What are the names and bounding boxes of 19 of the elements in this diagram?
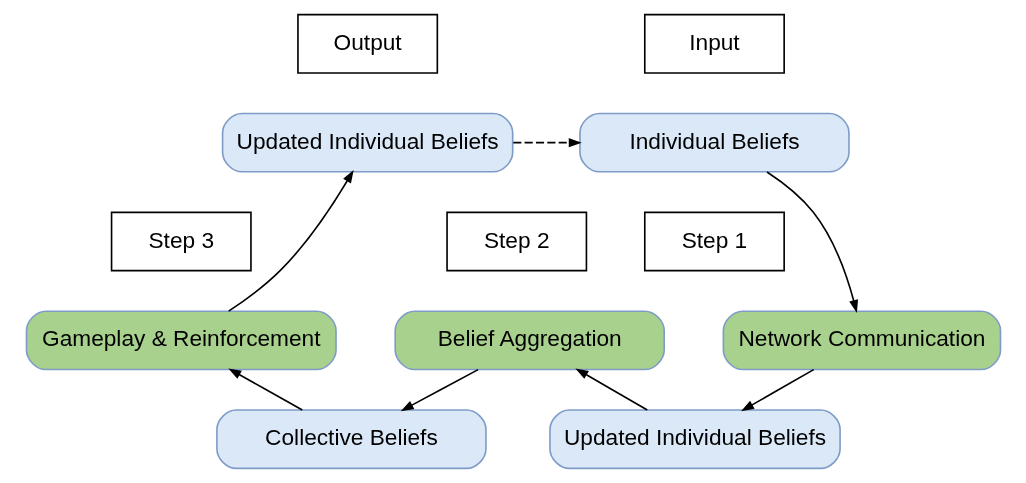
arrow — [740, 368, 814, 412]
node-box: Individual Beliefs — [578, 112, 850, 173]
arrow — [765, 171, 858, 314]
node-box: Network Communication — [722, 310, 1001, 371]
node-box: Updated Individual Beliefs — [548, 409, 841, 470]
node-box: Input — [643, 13, 785, 74]
arrow — [400, 368, 479, 412]
node-box: Step 2 — [445, 211, 587, 272]
arrow — [227, 368, 303, 411]
node-box: Step 1 — [643, 211, 785, 272]
arrow — [227, 169, 354, 312]
node-box: Output — [296, 13, 438, 74]
node-box: Belief Aggregation — [393, 310, 665, 371]
node-box: Gameplay & Reinforcement — [25, 310, 337, 371]
node-box: Updated Individual Beliefs — [221, 112, 513, 173]
arrow — [574, 368, 648, 411]
node-box: Collective Beliefs — [215, 409, 487, 470]
arrow — [511, 138, 582, 148]
node-box: Step 3 — [110, 211, 252, 272]
